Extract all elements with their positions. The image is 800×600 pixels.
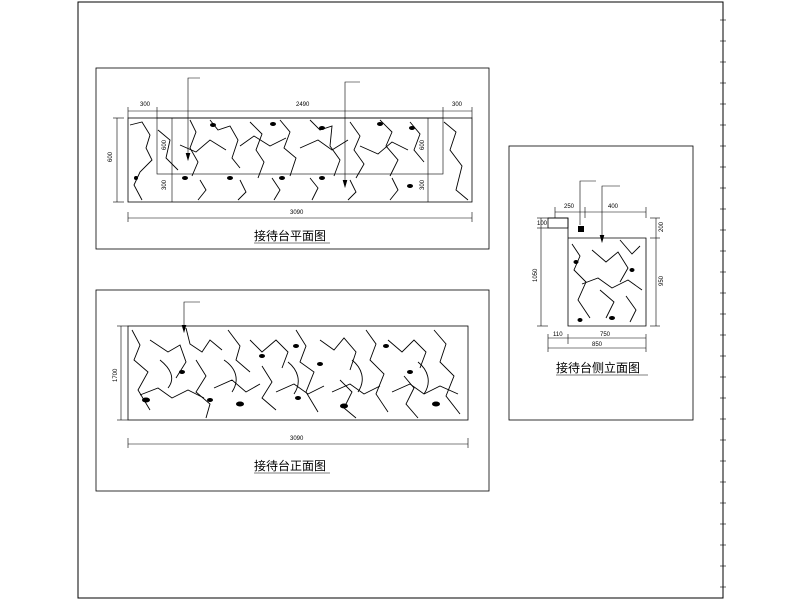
front-view: 1700	[95, 289, 490, 492]
side-right-dimension	[650, 217, 660, 327]
plan-dim-left: 300	[140, 102, 151, 108]
side-counter-outline	[547, 217, 647, 327]
plan-dim-inner-left-lower: 300	[162, 179, 168, 190]
side-dim-bottom-total: 850	[592, 342, 603, 348]
side-frame	[508, 145, 694, 421]
plan-stone-dark-spots	[134, 122, 415, 188]
side-dim-top-left: 250	[564, 204, 575, 210]
plan-dim-inner-right-lower: 300	[420, 179, 426, 190]
front-dim-height: 1700	[113, 368, 119, 382]
plan-dim-right: 300	[452, 102, 463, 108]
side-dim-bottom-left: 110	[553, 332, 563, 338]
front-stone-pattern	[131, 327, 461, 419]
side-stone-pattern	[571, 239, 643, 323]
right-edge-ticks	[720, 19, 726, 588]
plan-leaders	[185, 77, 360, 189]
front-left-dimension	[117, 325, 128, 421]
side-counter-cap	[578, 226, 584, 232]
side-dim-height-top: 100	[537, 221, 548, 227]
side-dim-bottom-mid: 750	[600, 332, 611, 338]
side-top-dimension	[554, 207, 647, 218]
plan-dim-inner-right: 600	[420, 139, 426, 150]
front-title: 接待台正面图	[254, 458, 326, 473]
side-dim-top-right: 400	[608, 204, 619, 210]
plan-dim-inner-left: 600	[162, 139, 168, 150]
plan-dim-depth: 600	[108, 151, 114, 162]
plan-view: 300 2490 300 600 600 600 300 300	[95, 67, 490, 250]
front-counter-outline	[127, 325, 469, 421]
side-title: 接待台侧立面图	[556, 360, 640, 375]
plan-stone-pattern	[129, 119, 469, 201]
front-frame	[95, 289, 490, 492]
side-dim-right-top: 200	[659, 221, 665, 232]
plan-frame	[95, 67, 490, 250]
plan-title: 接待台平面图	[254, 228, 326, 243]
side-left-dimension	[537, 217, 548, 327]
front-dim-total: 3090	[290, 436, 304, 442]
side-dim-height-left: 1050	[533, 268, 539, 282]
side-leaders	[579, 180, 620, 244]
front-leader	[181, 301, 200, 334]
sheet-border	[77, 1, 724, 599]
plan-dim-total: 3090	[290, 210, 304, 216]
plan-dim-middle: 2490	[296, 102, 310, 108]
side-bottom-dimension	[547, 334, 647, 352]
side-view: 250 400 100 1050 200 950	[508, 145, 694, 421]
plan-left-dimension	[113, 117, 124, 203]
plan-counter-inner	[156, 117, 444, 175]
side-dim-height-right: 950	[659, 275, 665, 286]
plan-bottom-dimension	[127, 212, 473, 222]
side-stone-dark-spots	[573, 260, 635, 322]
front-bottom-dimension	[127, 438, 469, 448]
plan-top-dimension	[127, 107, 473, 118]
front-stone-dark-spots	[142, 344, 440, 409]
